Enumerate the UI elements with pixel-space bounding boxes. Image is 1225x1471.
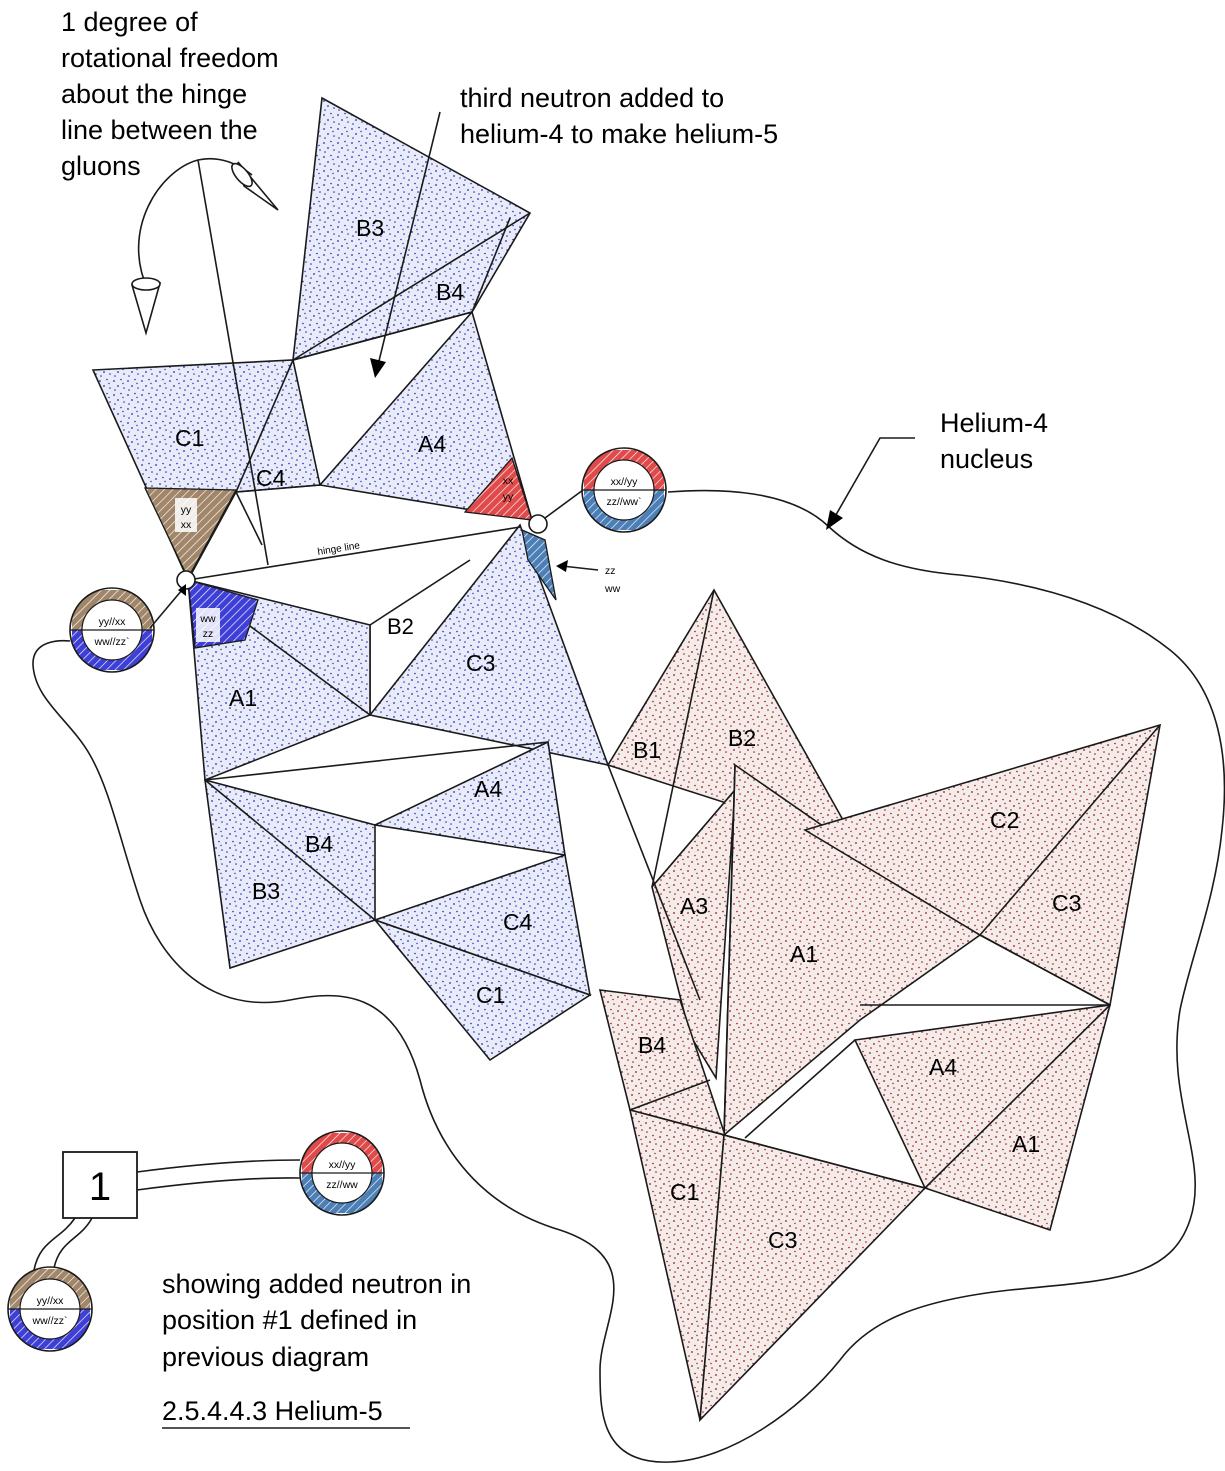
svg-text:A3: A3 [680, 893, 708, 919]
svg-text:C1: C1 [670, 1179, 699, 1205]
gluon-right-bottom: ww [604, 583, 621, 595]
gluon-red-face [463, 456, 533, 521]
connector-badge-right: xx//yy zz//ww` [581, 447, 667, 533]
svg-text:zz//ww`: zz//ww` [607, 496, 642, 508]
connector-badge-left: yy//xx ww//zz` [69, 587, 155, 673]
svg-text:B1: B1 [633, 737, 661, 763]
hinge-pivot-right [528, 514, 548, 534]
svg-text:B4: B4 [436, 279, 464, 305]
svg-text:xx//yy: xx//yy [611, 476, 639, 488]
svg-text:A1: A1 [229, 685, 257, 711]
svg-text:B4: B4 [305, 831, 333, 857]
svg-text:A4: A4 [929, 1054, 957, 1080]
svg-text:C1: C1 [476, 982, 505, 1008]
red-face-labels: B1 B2 C2 A3 A1 C3 B4 A4 A1 C1 C3 [633, 725, 1081, 1253]
svg-text:gluons: gluons [61, 151, 141, 181]
svg-text:line between the: line between the [61, 115, 258, 145]
gluon-red-top: xx [503, 475, 514, 487]
helium4-leader-line [832, 437, 915, 521]
svg-text:C3: C3 [1052, 890, 1081, 916]
legend-box [62, 1151, 138, 1219]
svg-text:xx//yy: xx//yy [329, 1159, 357, 1171]
svg-text:B3: B3 [356, 215, 384, 241]
legend-badge-left: yy//xx ww//zz` [7, 1266, 93, 1352]
gluon-brown-bottom: xx [181, 519, 192, 531]
helium5-blue-tetrahedra [91, 96, 610, 1062]
helium4-red-tetrahedra [598, 588, 1162, 1423]
svg-text:1 degree of: 1 degree of [61, 7, 198, 37]
gluon-steel-face [521, 528, 557, 601]
helium4-outline [32, 489, 1225, 1463]
caption: showing added neutron in position #1 def… [162, 1269, 471, 1372]
svg-text:about the hinge: about the hinge [61, 79, 247, 109]
svg-text:zz//ww: zz//ww [326, 1179, 358, 1191]
svg-text:B3: B3 [252, 878, 280, 904]
svg-text:ww//zz`: ww//zz` [94, 636, 130, 648]
rotation-note: 1 degree of rotational freedom about the… [61, 7, 279, 181]
gluon-blue-top: ww [199, 613, 216, 625]
helium4-arrowhead-icon [826, 510, 843, 530]
svg-text:Helium-4: Helium-4 [940, 408, 1048, 438]
rotation-axis-line [197, 159, 269, 566]
rotation-arrow [137, 157, 253, 291]
gluon-red-bottom: yy [503, 491, 514, 503]
svg-text:rotational freedom: rotational freedom [61, 43, 279, 73]
svg-text:yy//xx: yy//xx [37, 1295, 65, 1307]
neutron-leader-line [377, 111, 441, 366]
svg-text:nucleus: nucleus [940, 444, 1033, 474]
svg-text:A4: A4 [474, 776, 502, 802]
gluon-brown-top: yy [181, 504, 192, 516]
gluon-brown-face [143, 487, 238, 580]
svg-text:A1: A1 [1012, 1131, 1040, 1157]
svg-text:showing added neutron in: showing added neutron in [162, 1269, 471, 1299]
svg-text:C2: C2 [990, 807, 1019, 833]
neutron-arrowhead-icon [370, 358, 386, 378]
svg-text:C4: C4 [503, 909, 533, 935]
svg-text:helium-4 to make helium-5: helium-4 to make helium-5 [460, 119, 778, 149]
helium4-note: Helium-4 nucleus [940, 408, 1048, 474]
gluon-blue-bottom: zz [203, 628, 214, 640]
svg-text:A1: A1 [790, 941, 818, 967]
hinge-line [187, 526, 521, 581]
svg-text:B2: B2 [387, 614, 414, 639]
neutron-note: third neutron added to helium-4 to make … [460, 83, 778, 149]
blue-face-labels: B3 B4 C1 C4 A4 B2 C3 A1 A4 B4 B3 C4 C1 [175, 215, 533, 1008]
svg-text:previous diagram: previous diagram [162, 1342, 369, 1372]
svg-text:C1: C1 [175, 425, 204, 451]
svg-text:position #1 defined in: position #1 defined in [162, 1305, 417, 1335]
legend-box-number: 1 [89, 1165, 111, 1209]
svg-text:C4: C4 [256, 465, 286, 491]
svg-text:third neutron added to: third neutron added to [460, 83, 724, 113]
svg-text:B4: B4 [638, 1032, 666, 1058]
svg-text:B2: B2 [728, 725, 756, 751]
gluon-right-top: zz [605, 565, 616, 577]
legend-badge-right: xx//yy zz//ww [299, 1130, 385, 1216]
svg-text:A4: A4 [418, 431, 446, 457]
figure-title: 2.5.4.4.3 Helium-5 [162, 1396, 383, 1426]
svg-text:C3: C3 [768, 1227, 797, 1253]
svg-text:C3: C3 [466, 650, 495, 676]
svg-text:yy//xx: yy//xx [99, 616, 127, 628]
svg-text:ww//zz`: ww//zz` [32, 1315, 68, 1327]
